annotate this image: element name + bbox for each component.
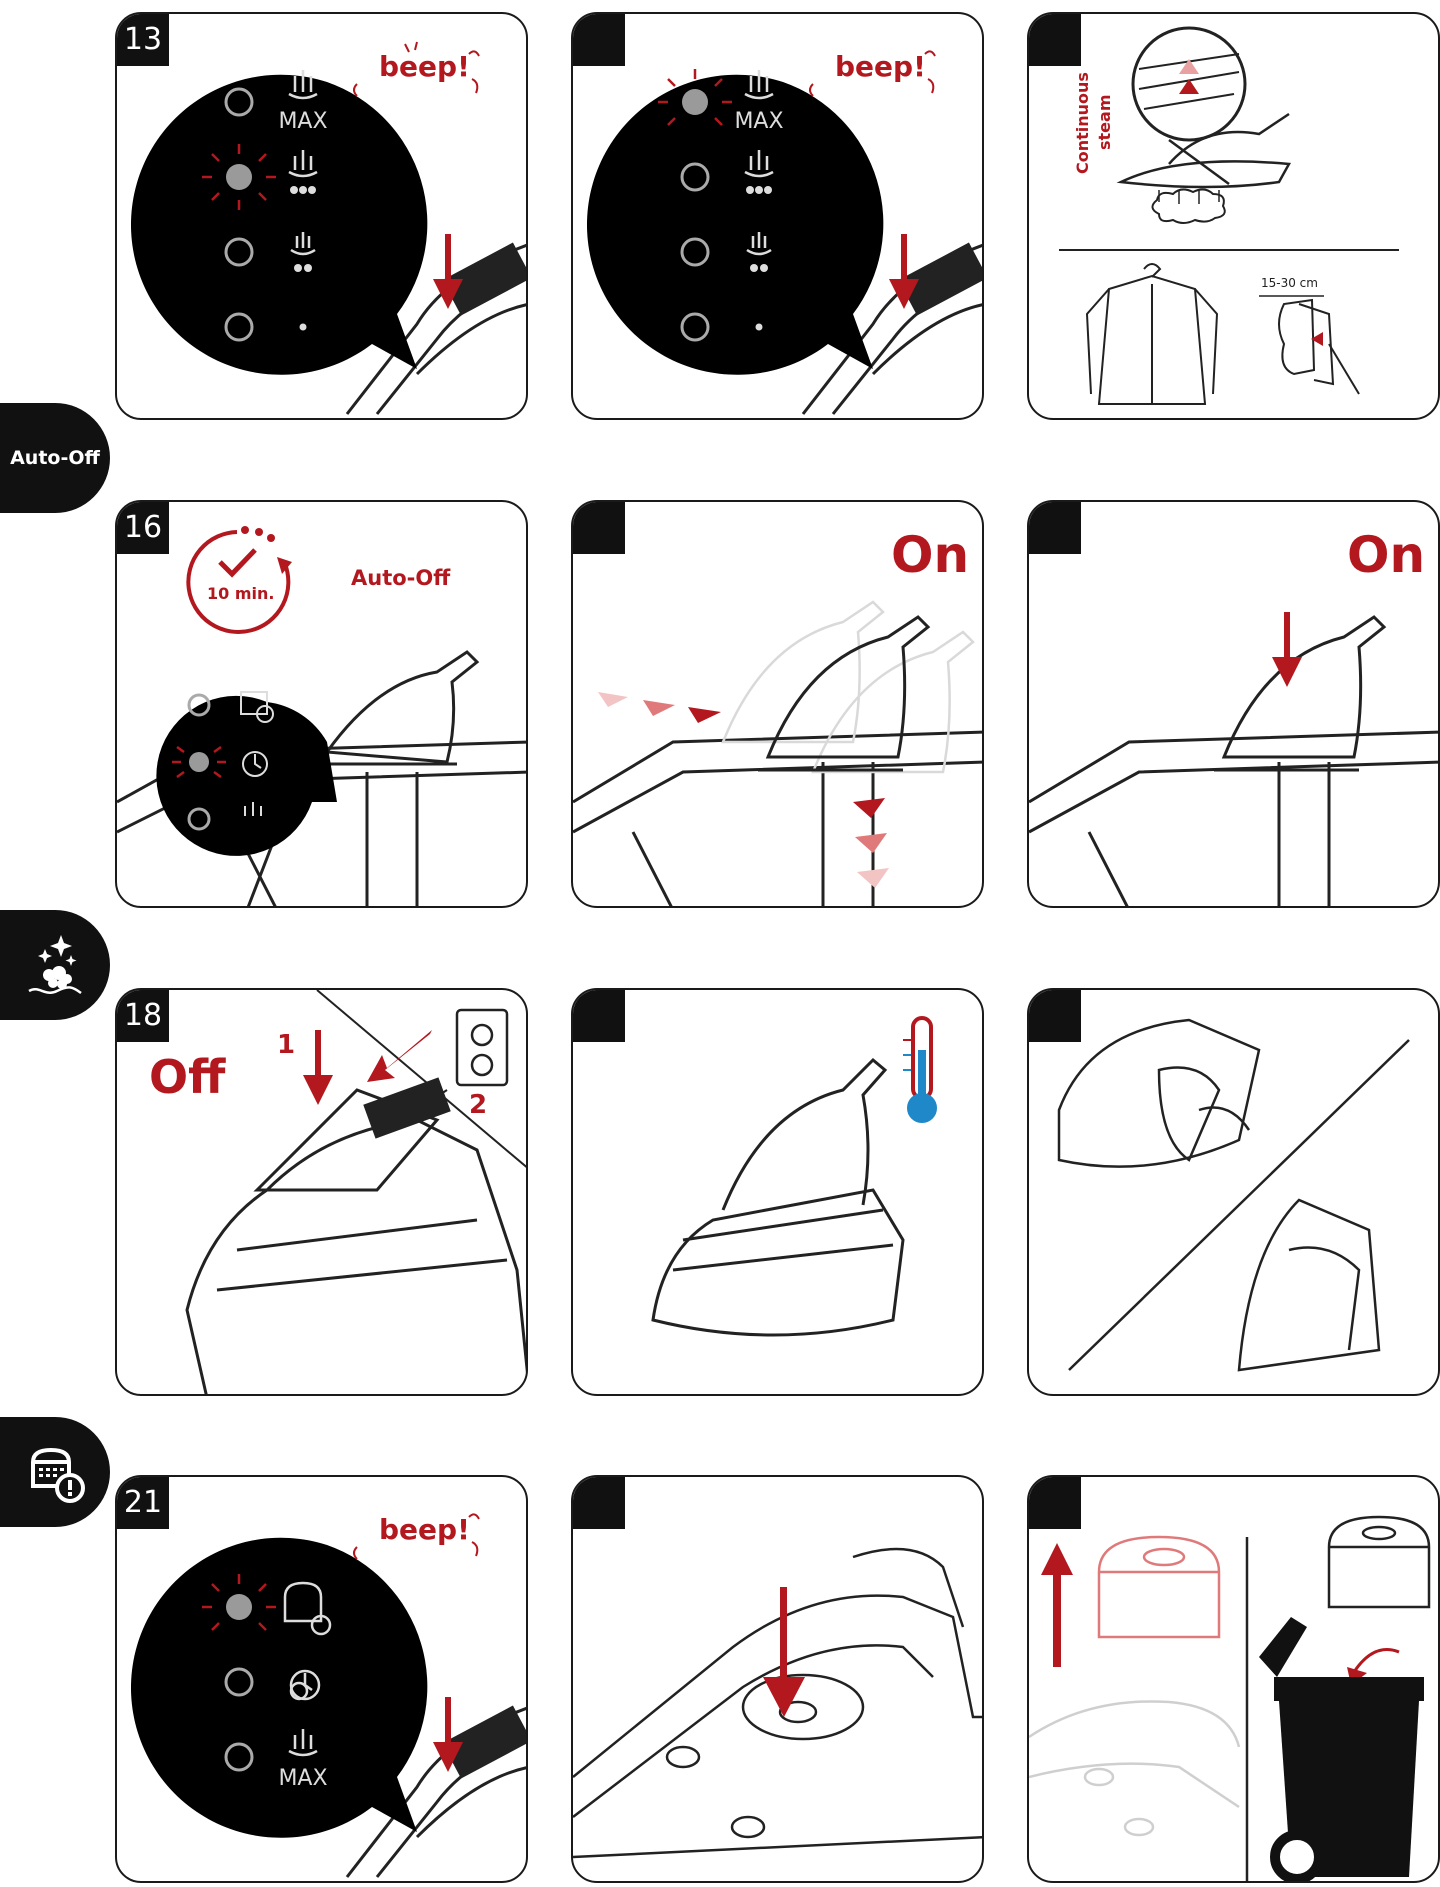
ghost-iron-left bbox=[721, 600, 885, 744]
step-number: 21 bbox=[117, 1477, 169, 1529]
on-label: On bbox=[1347, 526, 1426, 584]
indicator-lights bbox=[680, 89, 710, 342]
panel-step-17: On bbox=[571, 500, 984, 908]
step-number: 18 bbox=[117, 990, 169, 1042]
press-arrow bbox=[303, 1030, 333, 1105]
beep-label: beep! bbox=[379, 50, 470, 83]
steam-cloud bbox=[1151, 188, 1226, 224]
zoom-bubble bbox=[156, 695, 337, 856]
lift-arrow bbox=[1041, 1543, 1073, 1667]
cartridge-removed-sketch bbox=[1097, 1535, 1221, 1639]
beep-label: beep! bbox=[835, 50, 926, 83]
beep-label: beep! bbox=[379, 1513, 470, 1546]
shirt-on-hanger-sketch bbox=[1085, 263, 1219, 405]
zoom-bubble bbox=[586, 74, 884, 375]
auto-off-tab-label: Auto-Off bbox=[10, 447, 100, 469]
step-number-blank bbox=[1029, 990, 1081, 1042]
press-arrow bbox=[763, 1587, 805, 1717]
diagonal-divider bbox=[316, 990, 526, 1168]
ten-min-label: 10 min. bbox=[207, 584, 275, 603]
step-number-blank bbox=[573, 1477, 625, 1529]
control-strip bbox=[363, 1077, 451, 1139]
step-number: 16 bbox=[117, 502, 169, 554]
panel-step-14: MAX beep! bbox=[571, 12, 984, 420]
step-number-blank bbox=[1029, 1477, 1081, 1529]
panel-step-19 bbox=[571, 988, 984, 1396]
panel-step-23 bbox=[1027, 1475, 1440, 1883]
step-number-blank bbox=[573, 990, 625, 1042]
control-strip-dots bbox=[442, 242, 526, 316]
wall-socket-icon bbox=[455, 1008, 509, 1087]
panel-step-21: 21 MAX bbox=[115, 1475, 528, 1883]
cartridge-warning-icon bbox=[31, 1447, 85, 1503]
panel-step-15: Continuous steam 15-30 cm bbox=[1027, 12, 1440, 420]
press-arrow bbox=[1272, 612, 1302, 687]
indicator-lights bbox=[224, 1594, 254, 1772]
ghost-iron-right bbox=[811, 630, 975, 774]
iron-sketch bbox=[758, 615, 931, 772]
press-arrow bbox=[889, 234, 919, 309]
panel-step-20 bbox=[1027, 988, 1440, 1396]
iron-sketch bbox=[1214, 615, 1387, 772]
steam-level-icons bbox=[288, 70, 318, 256]
base-station-sketch bbox=[185, 1088, 526, 1394]
on-label: On bbox=[891, 526, 970, 584]
zoom-bubble bbox=[130, 1537, 428, 1838]
blink-rays bbox=[202, 144, 276, 210]
step-one-label: 1 bbox=[277, 1030, 296, 1060]
step-number-blank bbox=[1029, 14, 1081, 66]
iron-on-base-sketch bbox=[651, 1057, 905, 1337]
distance-label: 15-30 cm bbox=[1261, 276, 1318, 290]
sparkle-cleaning-icon bbox=[28, 935, 82, 995]
diagonal-divider bbox=[1068, 1039, 1410, 1371]
unplug-arrow bbox=[367, 1030, 432, 1082]
max-label: MAX bbox=[734, 109, 783, 134]
step-two-label: 2 bbox=[469, 1090, 488, 1120]
auto-off-label: Auto-Off bbox=[351, 566, 451, 590]
cleaning-section-tab bbox=[0, 910, 110, 1020]
blink-rays bbox=[202, 1574, 276, 1631]
panel-step-18: 18 Off 1 2 bbox=[115, 988, 528, 1396]
base-top-sketch bbox=[573, 1547, 982, 1859]
timer-icon bbox=[186, 526, 292, 634]
steam-label: steam bbox=[1095, 94, 1114, 151]
indicator-lights bbox=[224, 87, 254, 342]
motion-arrows bbox=[598, 692, 889, 888]
press-arrow bbox=[433, 234, 463, 309]
off-label: Off bbox=[149, 1050, 226, 1104]
max-label: MAX bbox=[278, 1766, 327, 1791]
step-number-blank bbox=[573, 502, 625, 554]
panel-step-17b: On bbox=[1027, 500, 1440, 908]
iron-wiping-sketch bbox=[1237, 1198, 1381, 1372]
waste-bin-icon bbox=[1259, 1617, 1424, 1881]
thermometer-icon bbox=[903, 1016, 937, 1123]
base-socket-sketch bbox=[1029, 1700, 1241, 1837]
vertical-steam-iron-sketch bbox=[1278, 298, 1360, 395]
auto-off-section-tab: Auto-Off bbox=[0, 403, 110, 513]
press-arrow bbox=[433, 1697, 463, 1772]
zoom-bubble bbox=[130, 74, 428, 375]
descale-section-tab bbox=[0, 1417, 110, 1527]
max-label: MAX bbox=[278, 109, 327, 134]
panel-step-13: 13 bbox=[115, 12, 528, 420]
step-number: 13 bbox=[117, 14, 169, 66]
iron-sketch bbox=[1116, 112, 1292, 189]
panel-step-22 bbox=[571, 1475, 984, 1883]
cartridge-sketch bbox=[1327, 1515, 1431, 1609]
continuous-label: Continuous bbox=[1073, 72, 1092, 174]
step-number-blank bbox=[573, 14, 625, 66]
base-wiping-sketch bbox=[1057, 1018, 1261, 1168]
panel-step-16: 16 bbox=[115, 500, 528, 908]
step-number-blank bbox=[1029, 502, 1081, 554]
iron-sketch bbox=[317, 650, 480, 766]
blink-rays bbox=[658, 69, 732, 126]
drop-arrow bbox=[1352, 1648, 1400, 1673]
